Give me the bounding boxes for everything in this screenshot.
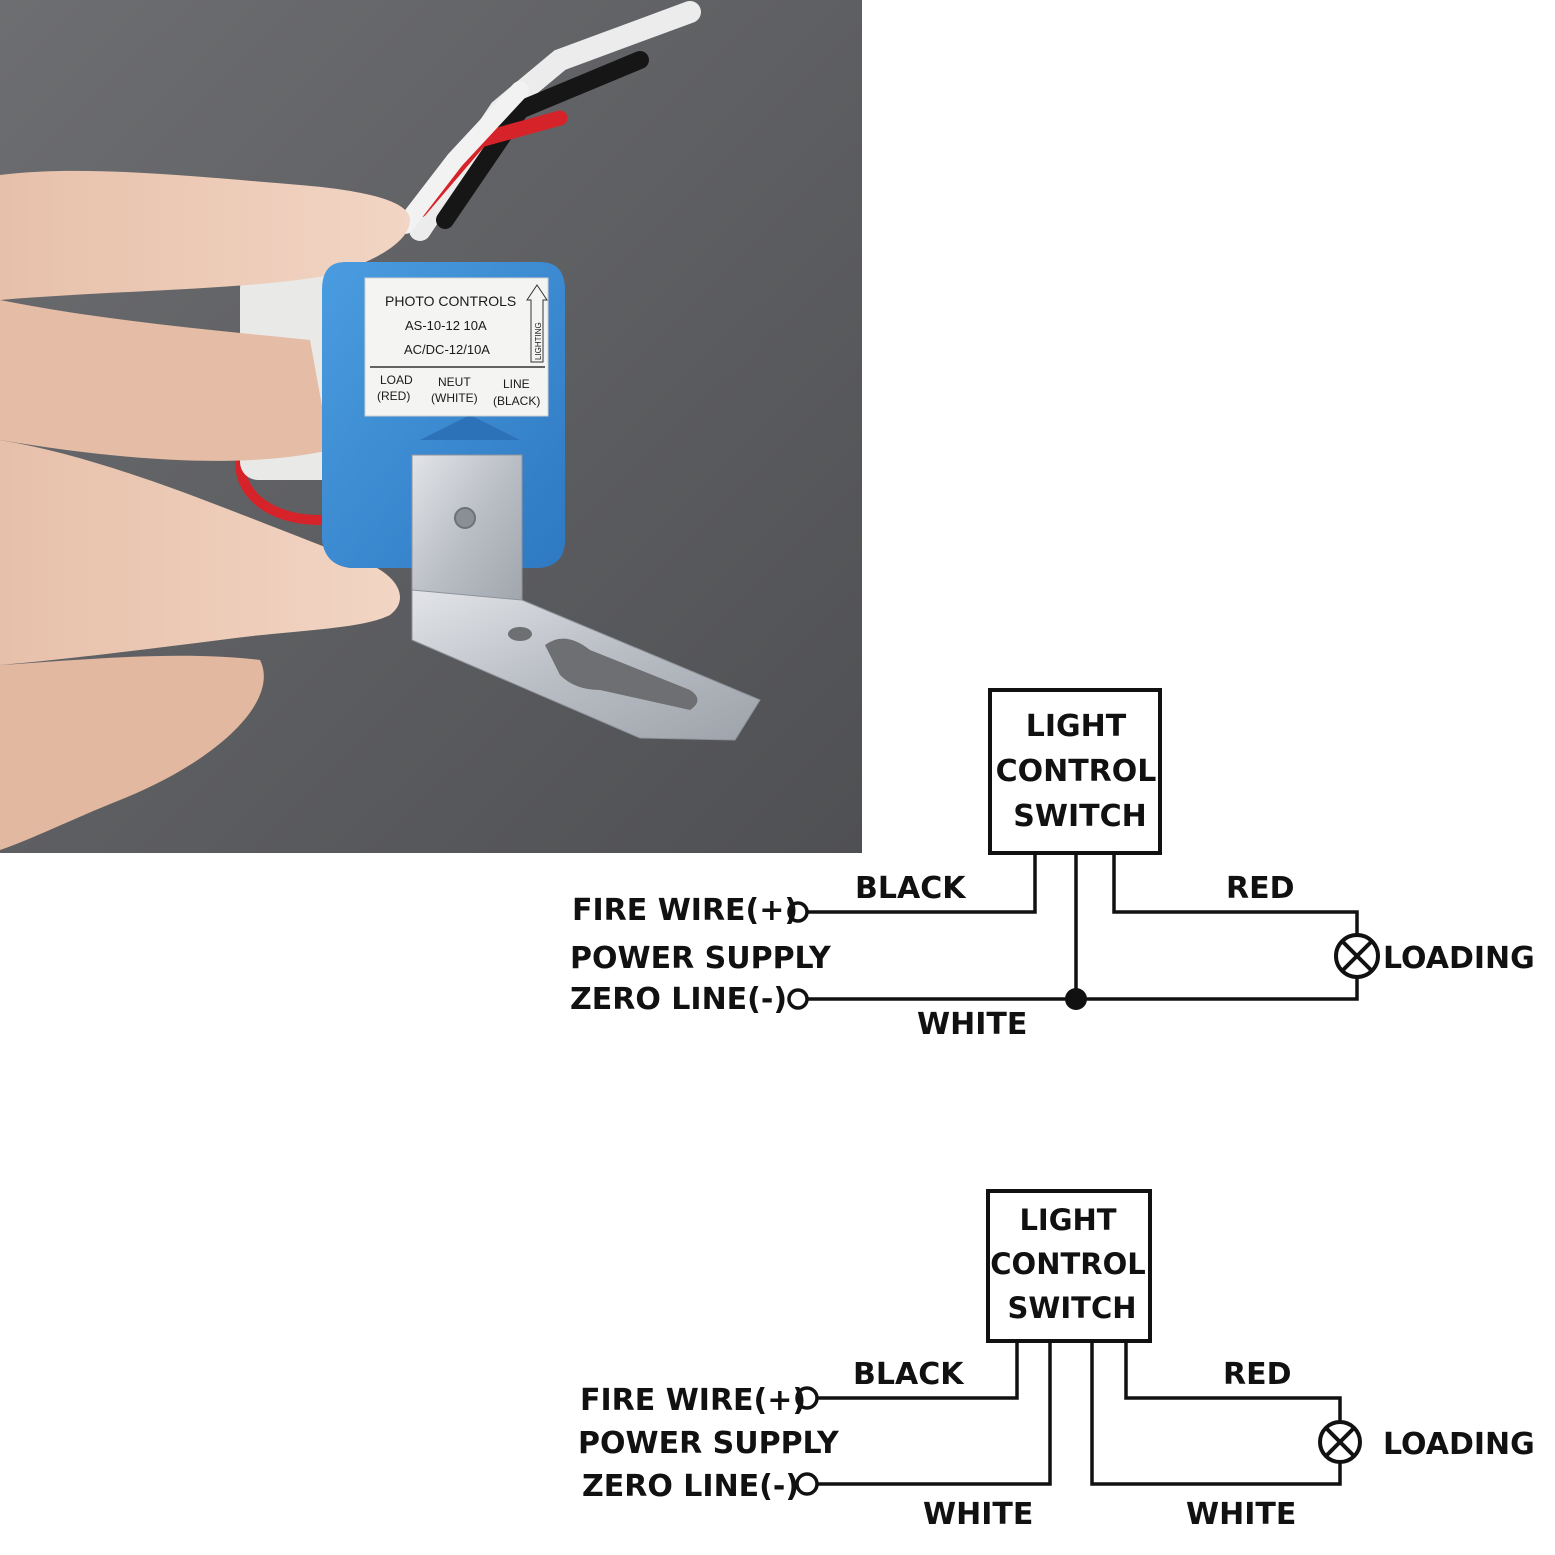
wire-black xyxy=(436,51,649,229)
hand-thumb-fingertip xyxy=(0,655,264,850)
label-neut: NEUT xyxy=(438,375,471,389)
wire-white-2 xyxy=(396,81,529,234)
red-label-top: RED xyxy=(1226,871,1295,906)
white-right-label-bottom: WHITE xyxy=(1186,1497,1296,1532)
hand-lower-finger xyxy=(0,440,400,665)
label-lighting: LIGHTING xyxy=(534,322,543,360)
black-label-top: BLACK xyxy=(855,871,967,906)
wiring-diagram-top: LIGHT CONTROL SWITCH FIRE WIRE(+) POWER … xyxy=(570,688,1535,1042)
wiring-diagram-bottom: LIGHT CONTROL SWITCH FIRE WIRE(+) POWER … xyxy=(578,1189,1535,1532)
zero-line-terminal-bottom xyxy=(795,1472,819,1496)
box-bottom-line2: CONTROL xyxy=(990,1247,1145,1281)
box-bottom-line3: SWITCH xyxy=(1008,1291,1137,1325)
lamp-icon xyxy=(1334,933,1380,979)
label-line1: PHOTO CONTROLS xyxy=(385,293,516,309)
power-supply-label-top: POWER SUPPLY xyxy=(570,941,832,976)
box-bottom-line1: LIGHT xyxy=(1019,1203,1116,1237)
bracket-screw xyxy=(454,507,476,529)
fire-wire-label-bottom: FIRE WIRE(+) xyxy=(580,1383,806,1418)
product-photo: PHOTO CONTROLS AS-10-12 10A AC/DC-12/10A… xyxy=(0,0,862,853)
photo-illustration: PHOTO CONTROLS AS-10-12 10A AC/DC-12/10A… xyxy=(0,0,862,853)
zero-line-label-top: ZERO LINE(-) xyxy=(570,982,787,1017)
label-line-color: (BLACK) xyxy=(493,394,540,408)
white-wire-left-bottom xyxy=(818,1343,1052,1486)
fire-wire-terminal-bottom xyxy=(795,1386,819,1410)
lighting-arrow-icon xyxy=(526,284,548,363)
housing-label xyxy=(364,277,549,417)
red-wire-bottom xyxy=(1124,1343,1342,1422)
white-label-top: WHITE xyxy=(917,1007,1027,1042)
black-wire-bottom xyxy=(818,1343,1019,1400)
white-wire-top xyxy=(808,976,1359,1001)
housing-notch xyxy=(420,415,520,440)
bracket-slot xyxy=(545,638,698,710)
box-top-line1: LIGHT xyxy=(1026,709,1127,744)
white-wire-right-bottom xyxy=(1090,1343,1342,1486)
zero-line-label-bottom: ZERO LINE(-) xyxy=(582,1469,799,1504)
label-load: LOAD xyxy=(380,373,413,387)
label-load-color: (RED) xyxy=(377,389,410,403)
label-neut-color: (WHITE) xyxy=(431,391,478,405)
black-label-bottom: BLACK xyxy=(853,1357,965,1392)
hand-upper-finger xyxy=(0,170,410,300)
light-control-switch-box-top xyxy=(988,688,1162,855)
white-left-label-bottom: WHITE xyxy=(923,1497,1033,1532)
light-control-switch-box-bottom xyxy=(986,1189,1152,1343)
lamp-icon xyxy=(1318,1420,1362,1464)
power-supply-label-bottom: POWER SUPPLY xyxy=(578,1426,840,1461)
box-top-line2: CONTROL xyxy=(996,754,1157,789)
black-wire-top xyxy=(808,855,1037,914)
label-line2: AS-10-12 10A xyxy=(405,318,487,333)
junction-dot-top xyxy=(1065,988,1087,1010)
fire-wire-label-top: FIRE WIRE(+) xyxy=(572,893,798,928)
label-line3: AC/DC-12/10A xyxy=(404,342,490,357)
loading-label-bottom: LOADING xyxy=(1383,1427,1535,1462)
hand-palm xyxy=(0,300,330,461)
label-line: LINE xyxy=(503,377,530,391)
red-label-bottom: RED xyxy=(1223,1357,1292,1392)
red-wire-top xyxy=(1112,855,1359,936)
bracket-hole xyxy=(508,627,532,641)
loading-label-top: LOADING xyxy=(1383,941,1535,976)
fire-wire-terminal-top xyxy=(787,901,809,923)
zero-line-terminal-top xyxy=(787,988,809,1010)
box-top-line3: SWITCH xyxy=(1013,799,1146,834)
